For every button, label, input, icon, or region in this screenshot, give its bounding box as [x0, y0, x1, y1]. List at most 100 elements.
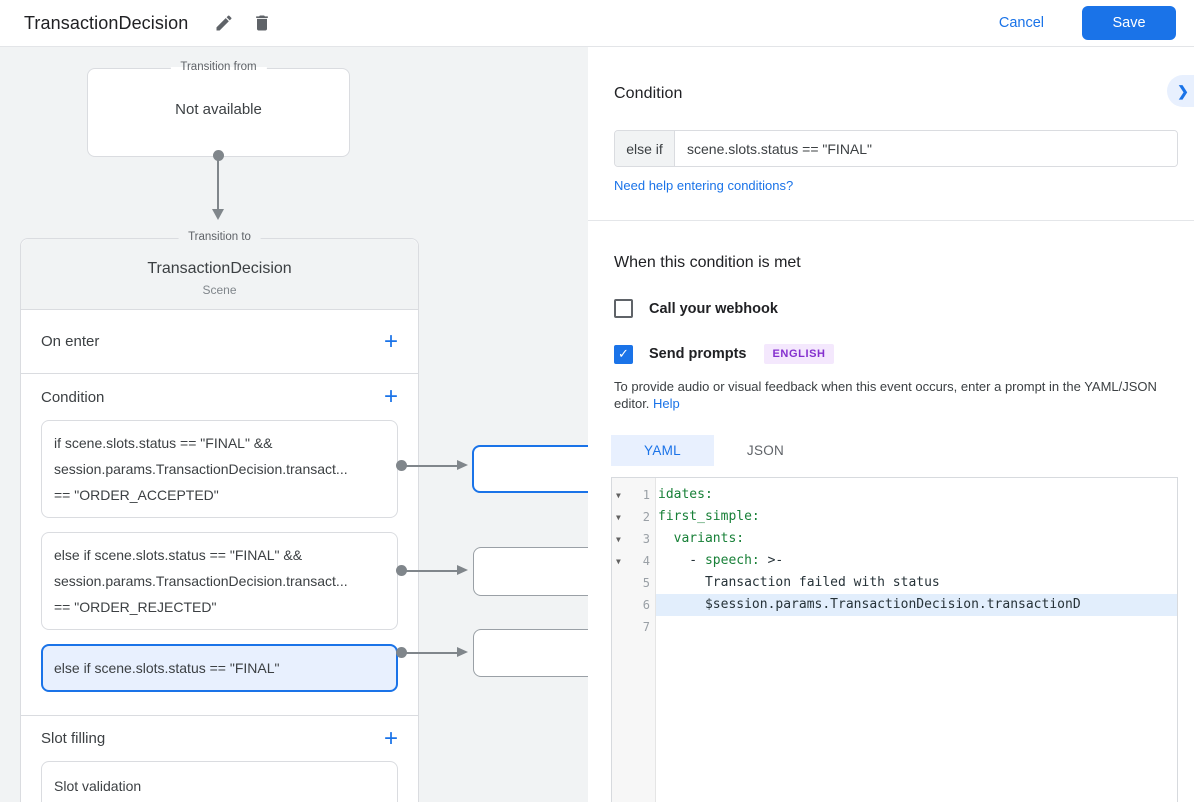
fold-arrow-icon[interactable]: ▼ — [616, 534, 621, 544]
gutter-line: ▼3 — [612, 528, 655, 550]
tab-yaml[interactable]: YAML — [611, 435, 714, 466]
condition-prefix-label: else if — [615, 131, 675, 166]
connector-dot — [213, 150, 224, 161]
gutter-line: 5 — [612, 572, 655, 594]
code-line[interactable]: - speech: >- — [656, 550, 1177, 572]
add-condition-button[interactable]: + — [380, 385, 402, 409]
line-number: 4 — [642, 554, 650, 568]
condition-detail-panel: ❯ Condition else if Need help entering c… — [588, 47, 1194, 802]
language-badge: ENGLISH — [764, 344, 834, 364]
connector-line — [405, 570, 457, 572]
arrow-down-icon — [212, 209, 224, 220]
condition-text-line: session.params.TransactionDecision.trans… — [54, 461, 348, 477]
scene-flow-diagram: Transition from Not available Transition… — [0, 47, 588, 802]
fold-arrow-icon[interactable]: ▼ — [616, 556, 621, 566]
line-number: 5 — [642, 576, 650, 590]
cancel-button[interactable]: Cancel — [998, 15, 1044, 31]
connector-line — [405, 465, 457, 467]
condition-text-line: session.params.TransactionDecision.trans… — [54, 573, 348, 589]
save-button[interactable]: Save — [1082, 6, 1176, 40]
on-enter-label: On enter — [41, 333, 100, 350]
condition-text-line: else if scene.slots.status == "FINAL" && — [54, 547, 303, 563]
yaml-text-token — [658, 531, 674, 546]
condition-text-line: else if scene.slots.status == "FINAL" — [54, 660, 280, 676]
gutter-line: ▼2 — [612, 506, 655, 528]
code-line[interactable] — [656, 616, 1177, 638]
gutter-line: ▼4 — [612, 550, 655, 572]
yaml-text-token: $session.params.TransactionDecision.tran… — [658, 597, 1081, 612]
gutter-line: ▼1 — [612, 484, 655, 506]
trash-icon — [252, 13, 272, 33]
transition-target-box[interactable] — [473, 547, 588, 596]
editor-tabs: YAML JSON — [611, 435, 1178, 466]
add-on-enter-button[interactable]: + — [380, 329, 402, 353]
transition-target-box-selected[interactable] — [472, 445, 588, 493]
help-link[interactable]: Help — [653, 396, 680, 411]
chevron-right-icon: ❯ — [1177, 82, 1189, 99]
connector-line — [405, 652, 457, 654]
condition-help-link[interactable]: Need help entering conditions? — [614, 178, 794, 193]
checkmark-icon: ✓ — [618, 346, 629, 361]
condition-section-label: Condition — [41, 388, 105, 406]
webhook-checkbox[interactable] — [614, 299, 633, 318]
prompts-description: To provide audio or visual feedback when… — [614, 379, 1157, 411]
gutter-line: 7 — [612, 616, 655, 638]
arrow-right-icon — [457, 647, 468, 657]
on-enter-row[interactable]: On enter + — [21, 310, 418, 374]
line-number: 6 — [642, 598, 650, 612]
code-line[interactable]: idates: — [656, 484, 1177, 506]
slot-filling-label: Slot filling — [41, 730, 106, 747]
tab-json[interactable]: JSON — [746, 443, 785, 458]
transition-from-legend: Transition from — [170, 61, 267, 73]
arrow-right-icon — [457, 460, 468, 470]
yaml-key-token: first_simple: — [658, 509, 760, 524]
webhook-label: Call your webhook — [649, 300, 778, 317]
edit-title-button[interactable] — [210, 9, 238, 37]
slot-validation-label: Slot validation — [54, 778, 142, 794]
scene-card-header: TransactionDecision Scene — [21, 239, 418, 310]
condition-expression-input[interactable] — [675, 131, 1177, 166]
condition-card-order-accepted[interactable]: if scene.slots.status == "FINAL" && sess… — [41, 420, 398, 518]
section-divider — [588, 220, 1194, 221]
panel-condition-heading: Condition — [614, 85, 683, 102]
code-line[interactable]: variants: — [656, 528, 1177, 550]
pencil-icon — [214, 13, 234, 33]
transition-to-legend: Transition to — [178, 231, 261, 243]
code-line-highlighted[interactable]: $session.params.TransactionDecision.tran… — [656, 594, 1177, 616]
slot-filling-header: Slot filling + — [21, 716, 418, 761]
code-line[interactable]: first_simple: — [656, 506, 1177, 528]
slot-filling-section: Slot filling + Slot validation — [21, 716, 418, 802]
yaml-text-token: Transaction failed with status — [658, 575, 940, 590]
collapse-panel-button[interactable]: ❯ — [1167, 75, 1194, 107]
when-condition-heading: When this condition is met — [614, 254, 801, 271]
add-slot-button[interactable]: + — [380, 726, 402, 750]
condition-text-line: == "ORDER_ACCEPTED" — [54, 487, 219, 503]
yaml-key-token: speech: — [704, 553, 760, 568]
line-number: 2 — [642, 510, 650, 524]
condition-text-line: == "ORDER_REJECTED" — [54, 599, 217, 615]
condition-card-final-selected[interactable]: else if scene.slots.status == "FINAL" — [41, 644, 398, 692]
transition-from-box[interactable]: Transition from Not available — [87, 61, 350, 157]
yaml-text-token: - — [658, 553, 705, 568]
yaml-key-token: idates: — [658, 487, 713, 502]
editor-code-area[interactable]: idates: first_simple: variants: - speech:… — [656, 478, 1177, 802]
fold-arrow-icon[interactable]: ▼ — [616, 512, 621, 522]
line-number: 7 — [642, 620, 650, 634]
transition-to-card: Transition to TransactionDecision Scene … — [20, 231, 419, 802]
code-line[interactable]: Transaction failed with status — [656, 572, 1177, 594]
send-prompts-checkbox[interactable]: ✓ — [614, 344, 633, 364]
page-title: TransactionDecision — [24, 12, 189, 33]
transition-target-box[interactable] — [473, 629, 588, 677]
condition-section: Condition + if scene.slots.status == "FI… — [21, 374, 418, 716]
condition-text-line: if scene.slots.status == "FINAL" && — [54, 435, 273, 451]
fold-arrow-icon[interactable]: ▼ — [616, 490, 621, 500]
slot-validation-card[interactable]: Slot validation — [41, 761, 398, 802]
arrow-right-icon — [457, 565, 468, 575]
line-number: 1 — [642, 488, 650, 502]
condition-card-order-rejected[interactable]: else if scene.slots.status == "FINAL" &&… — [41, 532, 398, 630]
connector-dot — [396, 565, 407, 576]
delete-scene-button[interactable] — [248, 9, 276, 37]
